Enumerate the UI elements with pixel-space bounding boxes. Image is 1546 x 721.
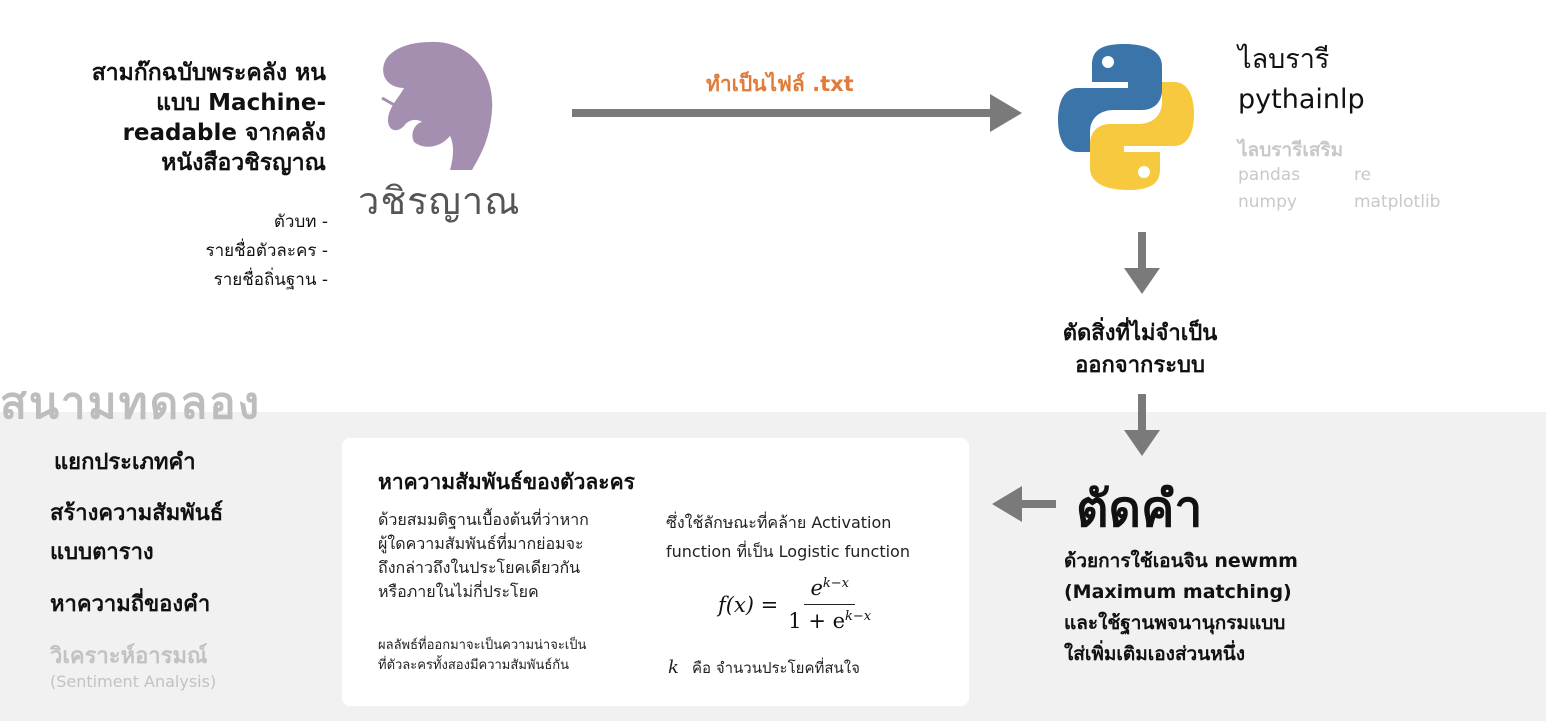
formula-denominator: 1 + ek−x [788,605,871,633]
library-title: ไลบรารี pythainlp [1238,40,1365,120]
library-extra-item: re [1354,165,1372,185]
card-left-line: ถึงกล่าวถึงในประโยคเดียวกัน [378,558,581,577]
card-right-line: ซึ่งใช้ลักษณะที่คล้าย Activation [666,513,892,532]
formula-e: e [810,576,823,600]
menu-item-sentiment-sub: (Sentiment Analysis) [50,672,217,691]
library-extra-label: ไลบรารีเสริม [1238,139,1344,161]
relationship-card [342,438,969,706]
k-definition: k คือ จำนวนประโยคที่สนใจ [668,656,860,680]
source-item-characters: รายชื่อตัวละคร - [205,241,328,261]
formula-fraction: ek−x 1 + ek−x [788,576,871,633]
k-symbol: k [668,657,679,678]
arrow-label: ทำเป็นไฟล์ .txt [706,72,854,96]
source-item-places: รายชื่อถิ่นฐาน - [213,270,328,290]
cut-desc-line: (Maximum matching) [1064,581,1292,603]
card-right-paragraph: ซึ่งใช้ลักษณะที่คล้าย Activation functio… [666,508,910,566]
arrow-down-icon [1124,394,1160,456]
card-title: หาความสัมพันธ์ของตัวละคร [378,470,635,494]
cut-desc-line: และใช้ฐานพจนานุกรมแบบ [1064,612,1286,634]
library-extra-item: numpy [1238,192,1297,212]
card-left-paragraph: ด้วยสมมติฐานเบื้องต้นที่ว่าหาก ผู้ใดความ… [378,508,589,604]
library-title-line1: ไลบรารี [1238,44,1330,75]
formula-den-text: 1 + e [788,609,846,633]
formula-exponent: k−x [845,609,872,624]
arrow-left-icon [992,486,1056,522]
arrow-down-icon [1124,232,1160,294]
cut-desc-line: ใส่เพิ่มเติมเองส่วนหนึ่ง [1064,643,1246,665]
card-left-note: ผลลัพธ์ที่ออกมาจะเป็นความน่าจะเป็น ที่ตั… [378,636,586,676]
card-left-line: ด้วยสมมติฐานเบื้องต้นที่ว่าหาก [378,510,589,529]
source-list: ตัวบท - รายชื่อตัวละคร - รายชื่อถิ่นฐาน … [205,208,328,295]
formula-numerator: ek−x [804,576,855,605]
source-title: สามก๊กฉบับพระคลัง หนแบบ Machine-readable… [91,60,326,176]
menu-item-pos-tagging: แยกประเภทคำ [54,450,196,475]
library-extra-item: matplotlib [1354,192,1441,212]
logo-caption: วชิรญาณ [358,179,521,223]
library-title-line2: pythainlp [1238,84,1365,115]
menu-item-frequency: หาความถี่ของคำ [50,592,211,617]
menu-item-relationship: สร้างความสัมพันธ์ [50,501,224,526]
elephant-logo-icon [381,41,493,170]
card-left-line: หรือภายในไม่กี่ประโยค [378,582,539,601]
card-right-line: function ที่เป็น Logistic function [666,542,910,561]
library-extra-item: pandas [1238,165,1301,185]
logistic-formula: f(x) = ek−x 1 + ek−x [718,576,871,633]
lab-title: สนามทดลอง [0,378,262,429]
cut-desc-line: ด้วยการใช้เอนจิน newmm [1064,550,1298,572]
formula-exponent: k−x [822,576,849,591]
card-left-line: ผู้ใดความสัมพันธ์ที่มากย่อมจะ [378,534,584,553]
source-item-text: ตัวบท - [273,212,328,232]
step-clean-line2: ออกจากระบบ [1075,353,1205,378]
cut-title: ตัดคำ [1076,480,1203,538]
step-clean-line1: ตัดสิ่งที่ไม่จำเป็น [1062,321,1218,346]
k-description: คือ จำนวนประโยคที่สนใจ [692,659,860,677]
card-note-line: ผลลัพธ์ที่ออกมาจะเป็นความน่าจะเป็น [378,638,587,653]
arrow-right-icon [572,94,1022,132]
menu-item-sentiment: วิเคราะห์อารมณ์ [50,644,208,669]
menu-item-table: แบบตาราง [50,540,154,565]
cut-description: ด้วยการใช้เอนจิน newmm (Maximum matching… [1064,546,1298,670]
step-clean: ตัดสิ่งที่ไม่จำเป็น ออกจากระบบ [1040,318,1240,382]
formula-lhs: f(x) = [718,592,779,617]
python-logo-icon [1058,44,1194,190]
card-note-line: ที่ตัวละครทั้งสองมีความสัมพันธ์กัน [378,658,570,673]
